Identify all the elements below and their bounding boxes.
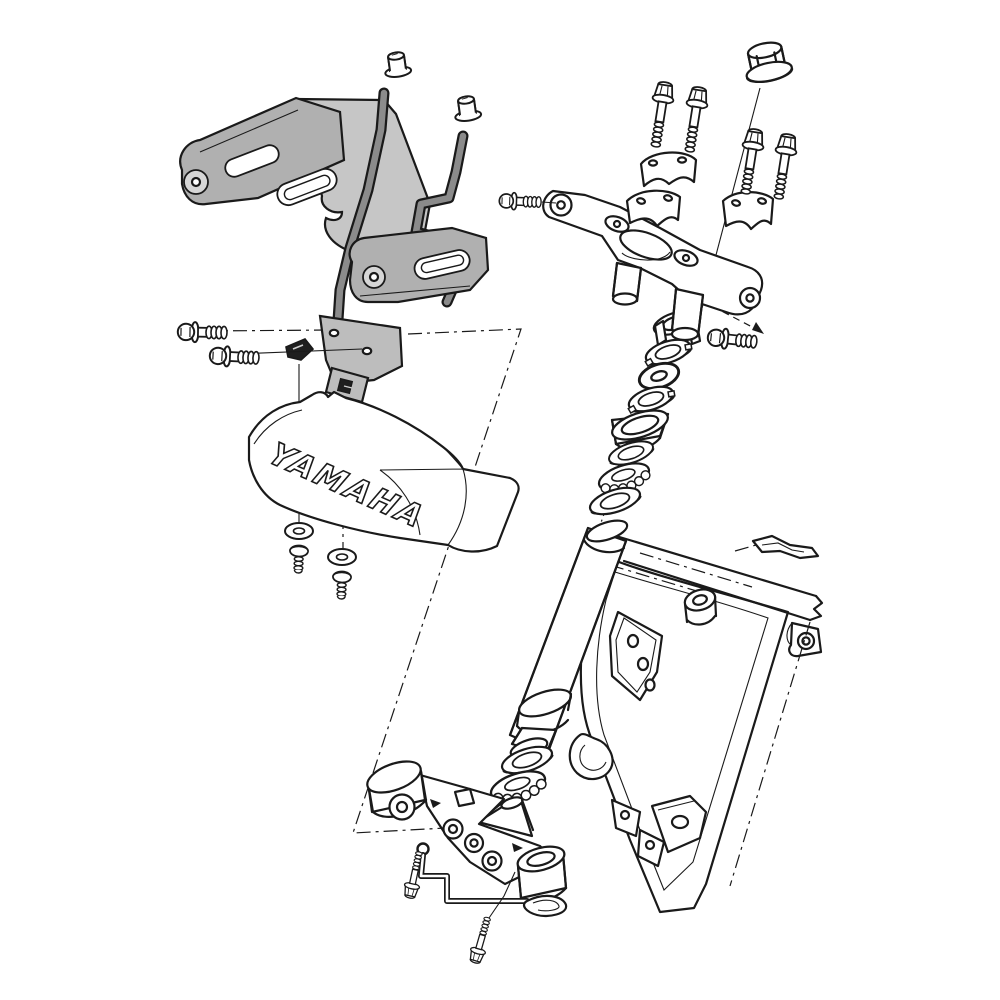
base-hole-2 [361, 346, 373, 356]
holder-flange-bolt-4 [767, 131, 800, 202]
rubber-clip [285, 338, 315, 361]
frame-lower-tabs [610, 794, 708, 868]
frame-seat-tab [786, 621, 823, 658]
steering-stack [585, 299, 764, 521]
handlebar-upper-holder [639, 151, 698, 188]
holder-flange-bolt-1 [644, 79, 677, 150]
cable-guide-wire [416, 842, 568, 918]
holder-flange-bolt-2 [678, 84, 711, 155]
base-hole-1 [328, 328, 340, 338]
guide-screw-2 [466, 914, 496, 966]
frame-collar-boss [683, 588, 718, 626]
assembly-arrow-1 [430, 799, 441, 808]
number-plate-bracket-assembly [176, 49, 490, 404]
frame-hook-bracket [568, 732, 614, 781]
grommet-cap-1 [381, 49, 413, 80]
frame-torn-stay [734, 534, 820, 560]
clamp-tab [453, 787, 476, 808]
number-plate-bracket [179, 87, 490, 404]
arrowhead [752, 322, 764, 334]
lower-triple-clamp [366, 760, 568, 903]
left-wing-slot-1 [224, 144, 280, 178]
fork-boss-right [670, 287, 705, 342]
frame-top-tube [614, 534, 824, 622]
bearing-cover [610, 409, 670, 451]
crown-pinch-bolt [498, 191, 557, 212]
upper-crown-assembly [498, 41, 800, 342]
handlebar-lower-holder-right [721, 191, 775, 231]
guide-screw-leader [488, 871, 516, 919]
steering-stem-nut [745, 41, 794, 83]
bracket-flange-bolt-1 [176, 320, 229, 344]
fork-boss-left [611, 261, 643, 306]
lower-clamp-assembly [366, 740, 568, 966]
bracket-flange-bolt-2 [208, 344, 261, 370]
front-number-plate-group: YAMAHA [247, 364, 520, 601]
plate-washer-2 [327, 548, 357, 566]
frame-gusset [568, 554, 811, 914]
upper-triple-clamp [542, 189, 764, 342]
stack-flange-bolt [705, 305, 764, 354]
holder-flange-bolt-3 [734, 126, 767, 197]
head-pipe-collar [515, 688, 573, 735]
bracket-base-plate [318, 314, 404, 386]
plate-screw-1 [288, 544, 310, 575]
clamp-right-boss [516, 845, 568, 903]
grommet-cap-2 [451, 93, 483, 124]
clamp-left-boss [366, 760, 428, 821]
plate-washer-1 [284, 522, 314, 540]
phantom-axis-line [352, 328, 522, 834]
handlebar-lower-holder-left [625, 189, 682, 228]
assembly-arrow-2 [512, 843, 523, 852]
plate-screw-2 [331, 570, 353, 601]
